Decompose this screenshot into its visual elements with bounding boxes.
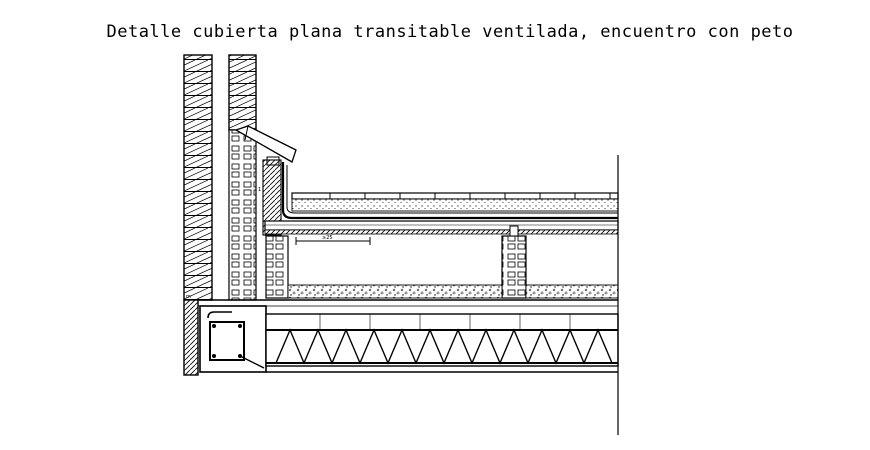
waterproof-membrane	[281, 162, 618, 220]
support-partition-left	[265, 235, 289, 299]
parapet-hatched-leaf: 1	[258, 156, 282, 236]
parapet-coping	[234, 125, 297, 163]
perimeter-beam	[199, 305, 267, 373]
sloping-screed-layer	[287, 284, 619, 299]
gap-dimension-label: ≥25	[322, 235, 333, 241]
floor-tiles	[291, 192, 619, 212]
outer-brick-wall	[183, 54, 213, 301]
ventilation-gap-dimension: ≥25	[295, 235, 371, 245]
support-partition-middle	[501, 225, 527, 299]
hollow-block-wall	[228, 129, 257, 301]
wall-base-element: m	[183, 294, 618, 376]
edge-mark-label: m	[186, 294, 191, 300]
side-mark-label: 1	[258, 187, 261, 193]
drawing-title: Detalle cubierta plana transitable venti…	[106, 22, 794, 42]
ventilated-roof-slab	[264, 220, 619, 235]
floor-slab-with-joists	[265, 313, 619, 373]
parapet-brick-leaf	[228, 54, 257, 131]
